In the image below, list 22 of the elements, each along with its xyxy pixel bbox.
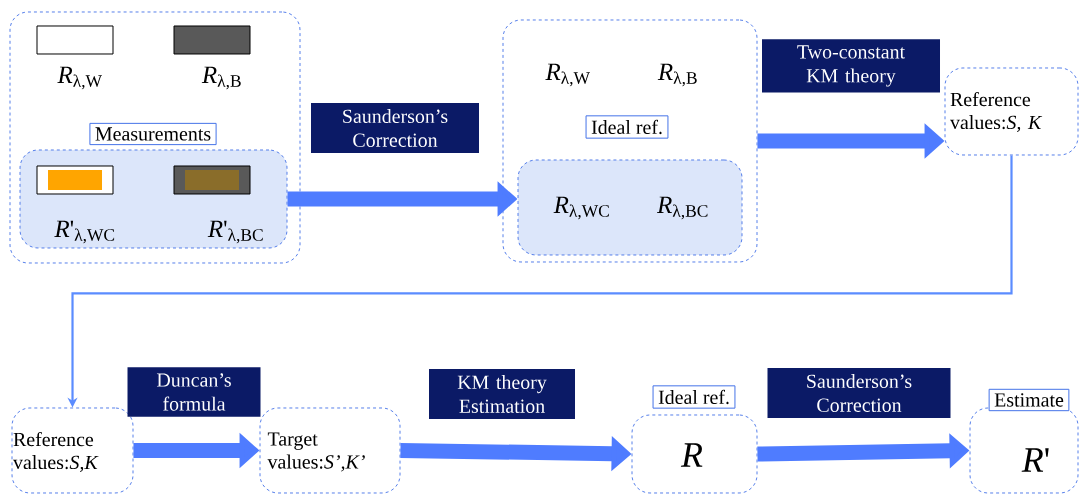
edge-label: Two-constant KM theory bbox=[762, 39, 940, 93]
edge-label: Saunderson’s Correction bbox=[767, 368, 951, 418]
formula-label: R$_{λ,W}$ bbox=[545, 63, 590, 87]
tag-label: Measurements bbox=[89, 122, 217, 146]
formula-label: R' bbox=[1021, 448, 1049, 472]
box-text: Reference values:S,K bbox=[13, 432, 99, 472]
box-text: Target values:S’,K’ bbox=[267, 432, 365, 472]
formula-label: R'$_{λ,BC}$ bbox=[207, 220, 263, 244]
formula-label: R$_{λ,B}$ bbox=[201, 66, 241, 90]
formula-label: R'$_{λ,WC}$ bbox=[54, 220, 115, 244]
formula-label: R$_{λ,W}$ bbox=[57, 66, 102, 90]
edge-label: KM theory Estimation bbox=[429, 369, 575, 419]
tag-label: Estimate bbox=[988, 388, 1070, 412]
formula-label: R bbox=[680, 443, 703, 467]
formula-label: R$_{λ,B}$ bbox=[657, 63, 697, 87]
edge-label: Duncan’s formula bbox=[127, 367, 261, 417]
tag-label: Ideal ref. bbox=[652, 385, 736, 409]
formula-label: R$_{λ,WC}$ bbox=[553, 196, 609, 220]
tag-label: Ideal ref. bbox=[585, 115, 669, 139]
box-text: Reference values:S, K bbox=[950, 92, 1043, 132]
formula-label: R$_{λ,BC}$ bbox=[656, 196, 708, 220]
edge-label: Saunderson’s Correction bbox=[311, 103, 479, 153]
